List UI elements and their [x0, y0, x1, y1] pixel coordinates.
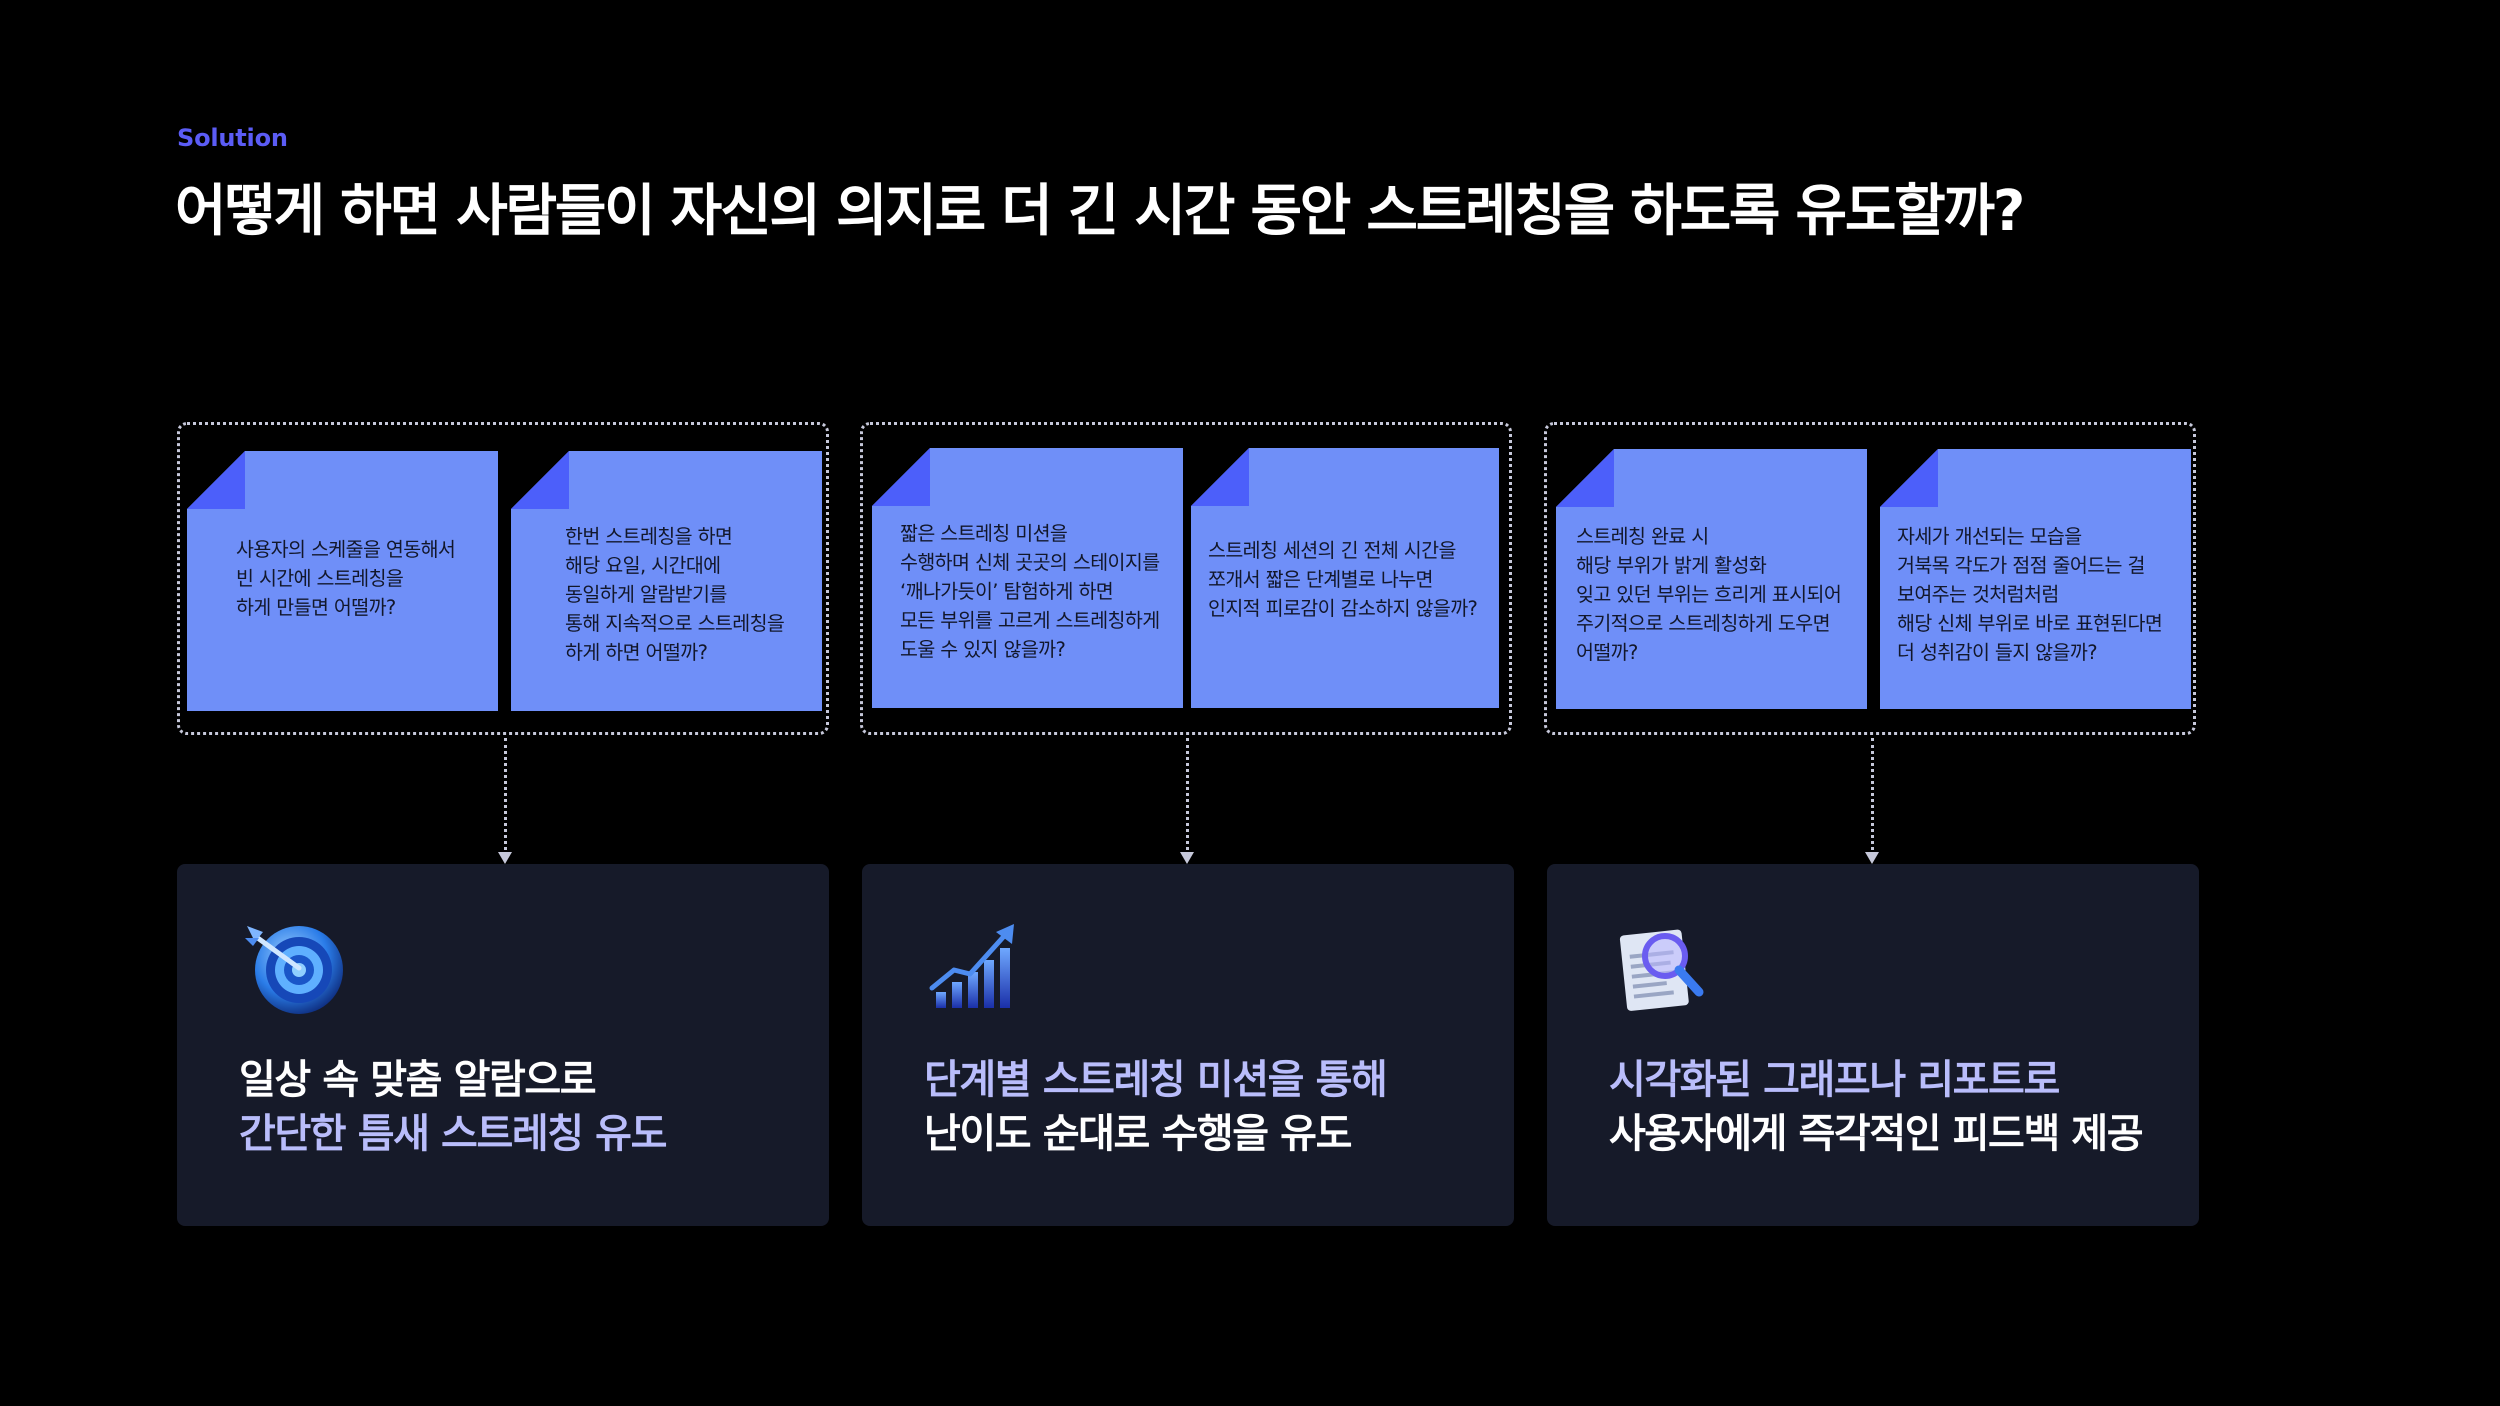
arrowhead-icon: [1180, 852, 1194, 864]
card-headline-line-1: 시각화된 그래프나 리포트로: [1609, 1057, 2060, 1103]
note-fold-icon: [187, 451, 245, 509]
connector-line: [1186, 738, 1189, 856]
solution-card-3: 시각화된 그래프나 리포트로 사용자에게 즉각적인 피드백 제공: [1547, 864, 2199, 1226]
arrowhead-icon: [1865, 852, 1879, 864]
growth-chart-icon: [929, 924, 1014, 1008]
arrowhead-icon: [498, 852, 512, 864]
note-fold-icon: [511, 451, 569, 509]
card-headline-line-1: 단계별 스트레칭 미션을 통해: [924, 1057, 1388, 1103]
idea-group-2: 짧은 스트레칭 미션을 수행하며 신체 곳곳의 스테이지를 ‘깨나가듯이’ 탐험…: [860, 422, 1512, 735]
solution-card-2: 단계별 스트레칭 미션을 통해 난이도 순대로 수행을 유도: [862, 864, 1514, 1226]
idea-group-3: 스트레칭 완료 시 해당 부위가 밝게 활성화 잊고 있던 부위는 흐리게 표시…: [1544, 422, 2196, 735]
card-headline-line-2: 사용자에게 즉각적인 피드백 제공: [1609, 1111, 2144, 1157]
connector-line: [504, 738, 507, 856]
target-dart-icon: [245, 926, 343, 1014]
note-fold-icon: [1556, 449, 1614, 507]
note-fold-icon: [1191, 448, 1249, 506]
idea-group-1: 사용자의 스케줄을 연동해서 빈 시간에 스트레칭을 하게 만들면 어떨까? 한…: [177, 422, 829, 735]
note-text: 스트레칭 세션의 긴 전체 시간을 쪼개서 짧은 단계별로 나누면 인지적 피로…: [1208, 539, 1478, 620]
note-text: 자세가 개선되는 모습을 거북목 각도가 점점 줄어드는 걸 보여주는 것처럼처…: [1897, 525, 2163, 664]
card-headline-line-1: 일상 속 맞춤 알람으로: [239, 1057, 597, 1103]
page-title: 어떻게 하면 사람들이 자신의 의지로 더 긴 시간 동안 스트레칭을 하도록 …: [175, 179, 2025, 244]
card-headline-line-2: 난이도 순대로 수행을 유도: [924, 1111, 1352, 1157]
note-text: 스트레칭 완료 시 해당 부위가 밝게 활성화 잊고 있던 부위는 흐리게 표시…: [1576, 525, 1842, 664]
magnifier-report-icon: [1619, 929, 1704, 1011]
note-text: 짧은 스트레칭 미션을 수행하며 신체 곳곳의 스테이지를 ‘깨나가듯이’ 탐험…: [900, 522, 1160, 661]
note-fold-icon: [872, 448, 930, 506]
note-text: 한번 스트레칭을 하면 해당 요일, 시간대에 동일하게 알람받기를 통해 지속…: [565, 525, 785, 664]
note-fold-icon: [1880, 449, 1938, 507]
card-headline-line-2: 간단한 틈새 스트레칭 유도: [239, 1111, 667, 1157]
solution-card-1: 일상 속 맞춤 알람으로 간단한 틈새 스트레칭 유도: [177, 864, 829, 1226]
note-text: 사용자의 스케줄을 연동해서 빈 시간에 스트레칭을 하게 만들면 어떨까?: [236, 538, 456, 619]
eyebrow-label: Solution: [177, 124, 288, 152]
connector-line: [1871, 738, 1874, 856]
